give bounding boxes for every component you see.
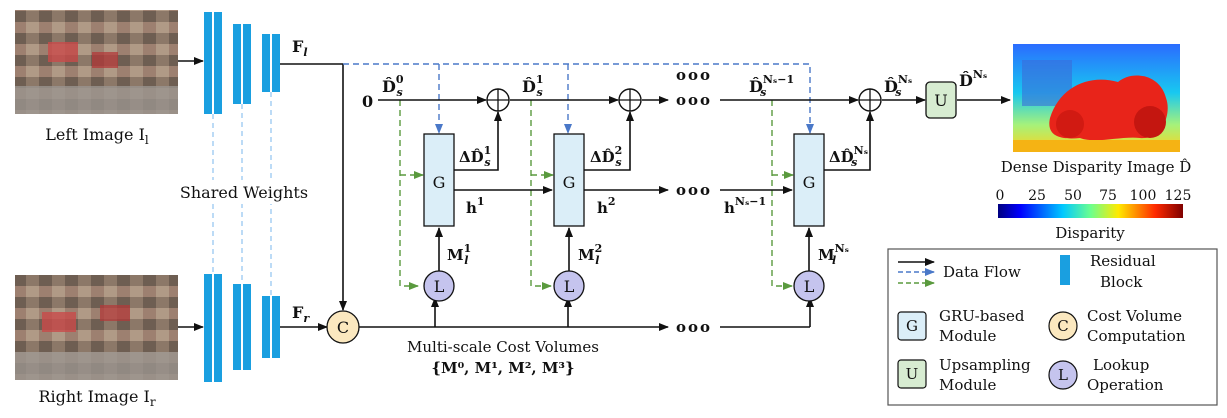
- right-feature-label: Fr: [292, 303, 310, 325]
- legend-gru-swatch: G: [897, 311, 927, 341]
- residual-block: [243, 24, 251, 104]
- delta-arrow-1: [454, 111, 502, 171]
- cost-volumes-set: {M⁰, M¹, M², M³}: [431, 359, 574, 377]
- legend-residual-1: Residual: [1090, 252, 1156, 270]
- svg-text:L: L: [804, 277, 815, 296]
- green-data-flow: [399, 100, 794, 290]
- shared-weights-label: Shared Weights: [180, 183, 308, 202]
- disparity-output-image: [1013, 44, 1180, 152]
- h2-label: h2: [597, 195, 616, 217]
- gru-module-2: G: [553, 133, 585, 227]
- legend-cost-1: Cost Volume: [1087, 307, 1182, 325]
- svg-text:G: G: [803, 173, 816, 192]
- residual-block: [233, 24, 241, 104]
- legend-upsample-1: Upsampling: [939, 356, 1031, 374]
- sum-node-n: [858, 88, 882, 112]
- delta-arrow-n: [824, 111, 874, 171]
- residual-block: [204, 274, 212, 382]
- legend-residual-swatch: [1060, 255, 1070, 285]
- svg-text:L: L: [1058, 366, 1068, 384]
- colorbar: [998, 204, 1183, 218]
- residual-block: [272, 296, 280, 358]
- legend-lookup-swatch: L: [1048, 360, 1078, 390]
- legend-residual-2: Block: [1100, 273, 1143, 291]
- left-encoder: [204, 12, 280, 114]
- residual-block: [262, 296, 270, 358]
- hn1-label: hNₛ−1: [724, 195, 766, 217]
- residual-block: [243, 284, 251, 370]
- cost-volumes-title: Multi-scale Cost Volumes: [407, 338, 599, 356]
- legend-upsample-swatch: U: [897, 359, 927, 389]
- colorbar-tick: 100: [1130, 188, 1157, 204]
- upsample-module: U: [925, 81, 957, 119]
- colorbar-tick: 25: [1028, 188, 1046, 204]
- residual-block: [262, 34, 270, 92]
- gru-module-1: G: [423, 133, 455, 227]
- ellipsis-top: ooo: [676, 66, 712, 84]
- right-encoder: [204, 274, 280, 382]
- residual-block: [272, 34, 280, 92]
- colorbar-tick: 125: [1165, 188, 1192, 204]
- svg-text:L: L: [564, 277, 575, 296]
- sum-node-1: [486, 88, 510, 112]
- zero-init: 0: [362, 92, 373, 111]
- left-image: [15, 10, 178, 114]
- svg-text:C: C: [1057, 317, 1068, 335]
- left-image-caption: Left Image Il: [45, 125, 149, 147]
- lookup-node-n: L: [793, 270, 825, 302]
- delta-arrow-2: [584, 111, 634, 171]
- blue-data-flow: [343, 63, 814, 134]
- lookup-node-2: L: [553, 270, 585, 302]
- residual-block: [233, 284, 241, 370]
- right-image-caption: Right Image Ir: [38, 387, 155, 409]
- gru-module-n: G: [793, 133, 825, 227]
- svg-text:L: L: [434, 277, 445, 296]
- legend-cost-swatch: C: [1048, 311, 1078, 341]
- residual-block: [214, 12, 222, 114]
- legend-upsample-2: Module: [939, 376, 996, 394]
- colorbar-tick: 0: [996, 188, 1005, 204]
- svg-text:G: G: [433, 173, 446, 192]
- colorbar-tick: 75: [1099, 188, 1117, 204]
- ellipsis-hidden: ooo: [676, 181, 712, 199]
- legend-gru-2: Module: [939, 327, 996, 345]
- right-image: [15, 275, 178, 380]
- legend-cost-2: Computation: [1087, 327, 1186, 345]
- residual-block: [214, 274, 222, 382]
- svg-text:G: G: [906, 317, 918, 335]
- svg-text:G: G: [563, 173, 576, 192]
- lookup-node-1: L: [423, 270, 455, 302]
- sum-node-2: [618, 88, 642, 112]
- colorbar-label: Disparity: [1055, 224, 1125, 242]
- legend-lookup-1: Lookup: [1093, 356, 1149, 374]
- legend-data-flow: Data Flow: [943, 263, 1021, 281]
- ellipsis-cost: ooo: [676, 318, 712, 336]
- h1-label: h1: [466, 195, 485, 217]
- colorbar-tick: 50: [1064, 188, 1082, 204]
- left-feature-label: Fl: [292, 37, 308, 59]
- legend-gru-1: GRU-based: [939, 307, 1025, 325]
- legend: Data Flow Residual Block G GRU-based Mod…: [887, 248, 1218, 406]
- output-caption: Dense Disparity Image D̂: [1001, 158, 1192, 176]
- svg-text:C: C: [337, 318, 349, 337]
- legend-lookup-2: Operation: [1087, 376, 1164, 394]
- cost-volume-node: C: [326, 310, 360, 344]
- residual-block: [204, 12, 212, 114]
- svg-text:U: U: [906, 365, 919, 383]
- ellipsis-disparity: ooo: [676, 91, 712, 109]
- dfinal-label: D̂Nₛ: [959, 68, 987, 90]
- svg-text:U: U: [934, 91, 947, 110]
- colorbar-ticks: 0 25 50 75 100 125: [996, 188, 1192, 204]
